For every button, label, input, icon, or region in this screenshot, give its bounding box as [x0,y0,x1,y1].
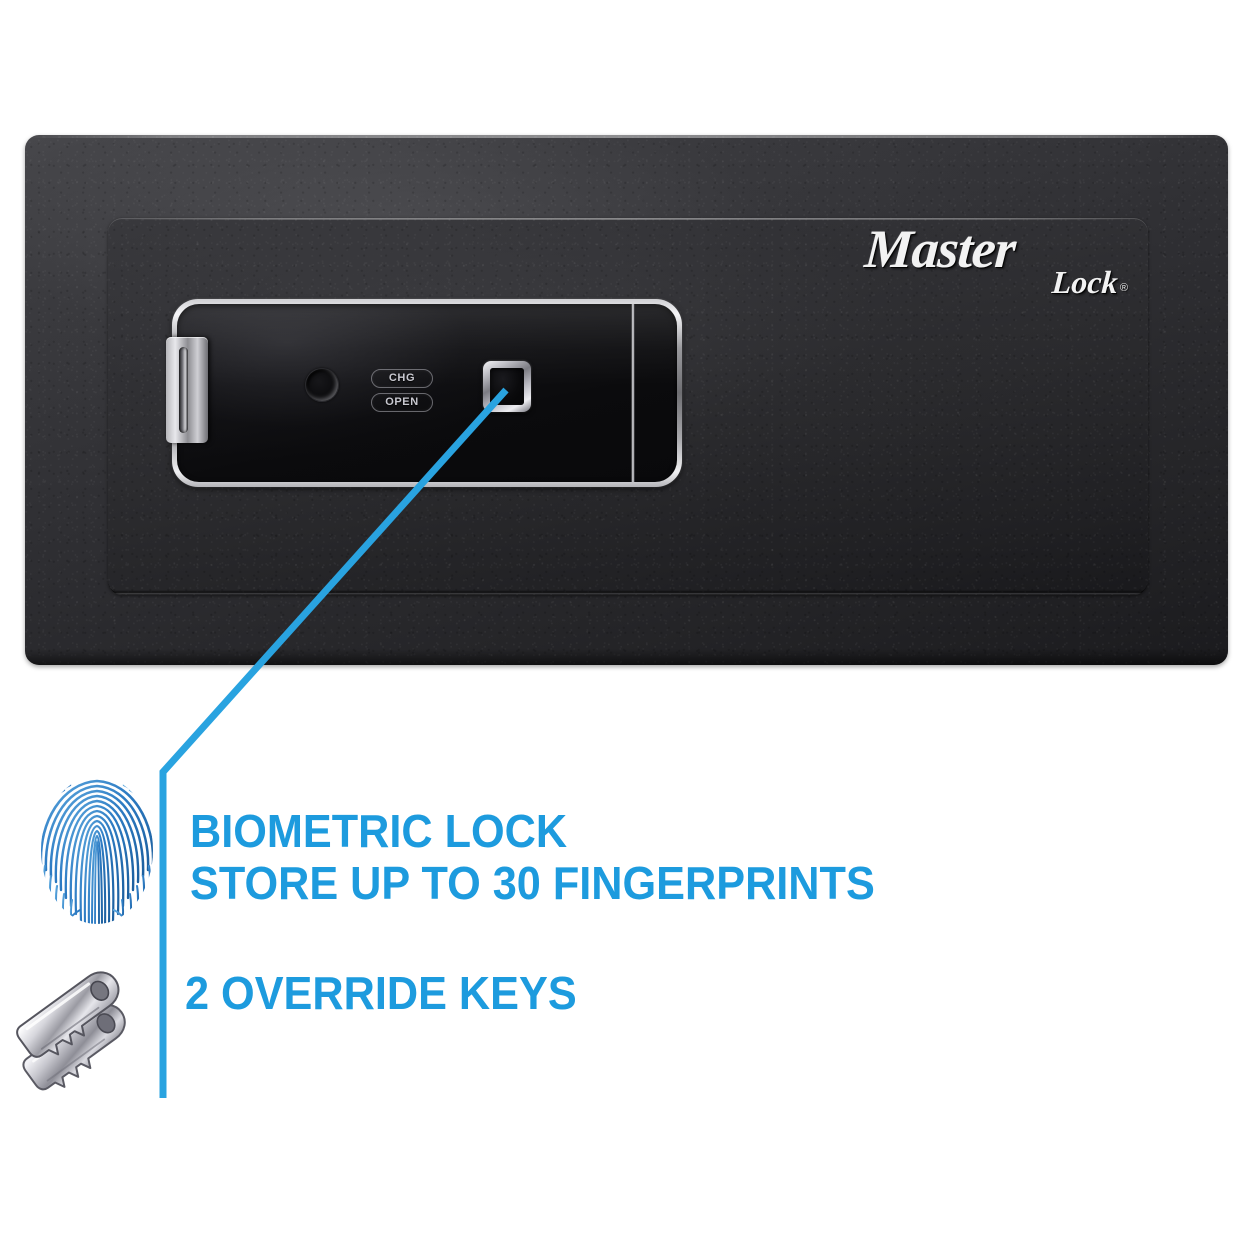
callout-biometric-line-1: BIOMETRIC LOCK [190,805,568,857]
status-led [305,368,339,402]
status-pill-open: OPEN [371,393,433,412]
fingerprint-sensor[interactable] [483,361,531,412]
status-pill-chg-label: CHG [388,372,416,384]
door-top-highlight [108,218,1148,220]
fingerprint-icon [32,772,162,934]
callout-biometric-line-2: STORE UP TO 30 FINGERPRINTS [190,856,875,909]
fingerprint-sensor-pad [490,368,524,405]
safe-top-highlight [25,135,1228,138]
callout-override-keys-line-1: 2 OVERRIDE KEYS [185,967,577,1019]
safe-bottom-shadow [25,649,1228,665]
callout-biometric-lock: BIOMETRIC LOCK STORE UP TO 30 FINGERPRIN… [190,805,875,909]
control-panel-divider [631,304,635,482]
door-bottom-groove [108,590,1148,595]
keys-icon [12,950,164,1098]
callout-override-keys: 2 OVERRIDE KEYS [185,967,577,1020]
status-pill-chg: CHG [371,369,433,388]
status-pill-open-label: OPEN [385,396,419,408]
